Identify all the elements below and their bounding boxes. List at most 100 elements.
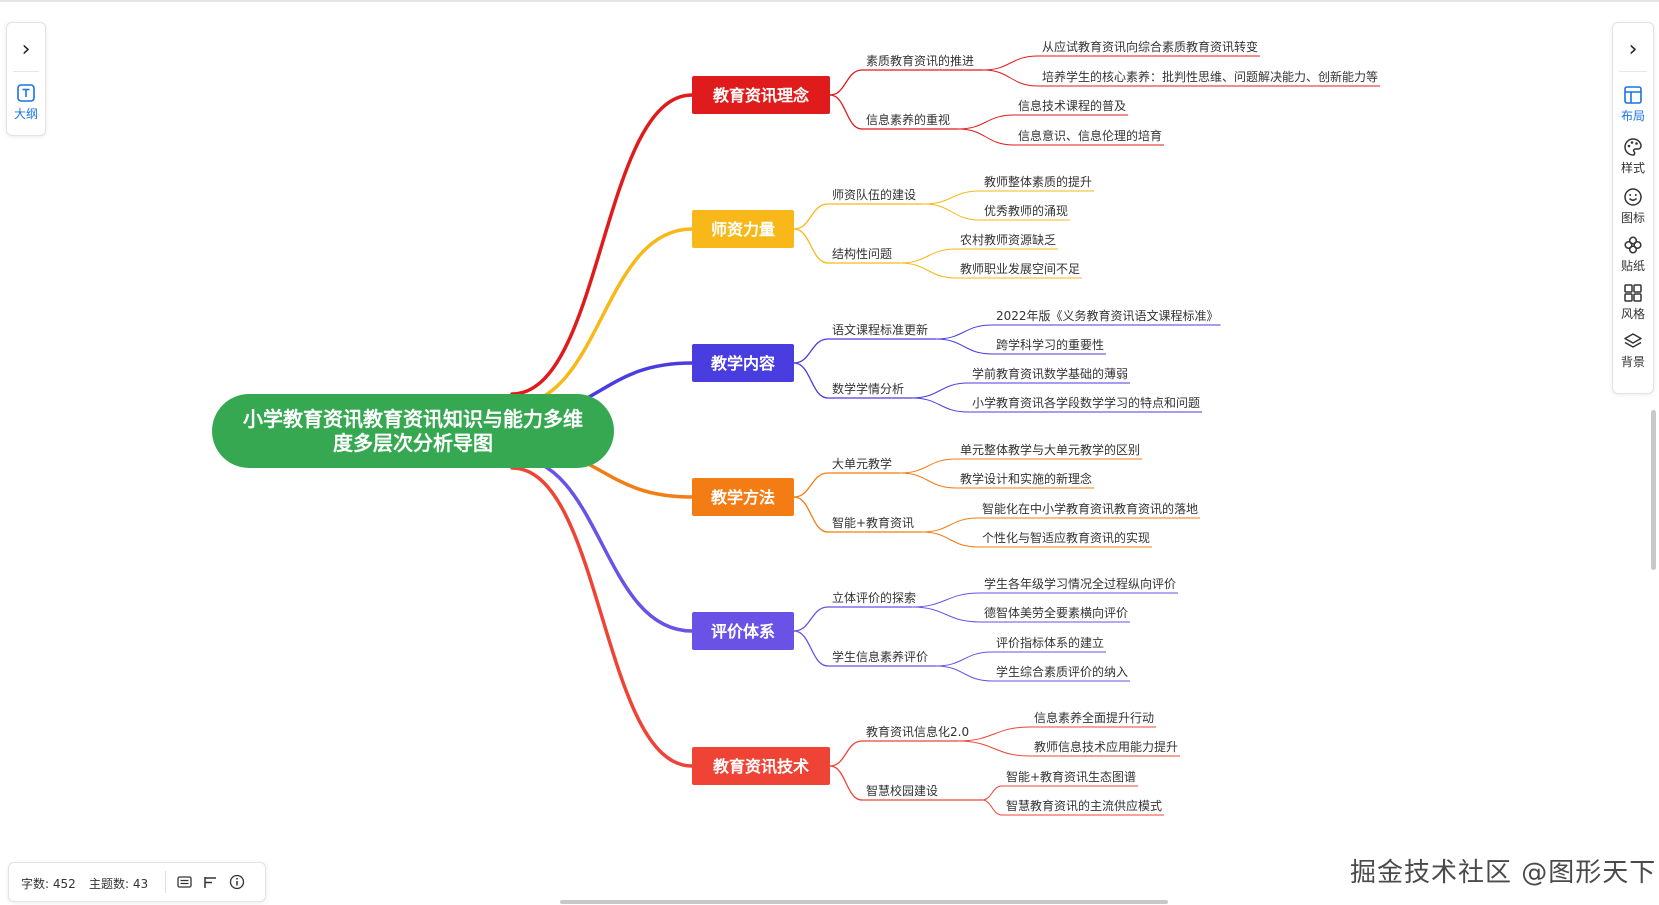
sub-topic[interactable]: 立体评价的探索 xyxy=(832,590,916,605)
tool-icon-label: 图标 xyxy=(1620,211,1645,225)
leaf-topic[interactable]: 农村教师资源缺乏 xyxy=(960,232,1056,247)
connector xyxy=(935,338,993,355)
connector xyxy=(957,740,1031,757)
leaf-topic[interactable]: 教师整体素质的提升 xyxy=(984,174,1092,189)
connector xyxy=(935,324,993,340)
connector xyxy=(981,785,1003,801)
expand-left-chevron-icon[interactable]: › xyxy=(21,37,31,62)
connector xyxy=(793,203,829,230)
leaf-topic[interactable]: 教师信息技术应用能力提升 xyxy=(1034,739,1178,754)
leaf-topic[interactable]: 智慧教育资讯的主流供应模式 xyxy=(1006,798,1162,813)
leaf-topic[interactable]: 信息素养全面提升行动 xyxy=(1034,710,1154,725)
tool-background[interactable]: 背景 xyxy=(1613,331,1653,370)
tool-theme-label: 风格 xyxy=(1620,307,1645,321)
connector xyxy=(957,128,1015,146)
connector xyxy=(982,55,1039,71)
leaf-topic[interactable]: 教师职业发展空间不足 xyxy=(960,261,1080,276)
right-panel: › 布局 样式 图标 贴纸 xyxy=(1612,22,1654,394)
connector xyxy=(923,203,981,221)
connector xyxy=(921,517,979,533)
sub-topic[interactable]: 大单元教学 xyxy=(832,456,892,471)
connector xyxy=(957,726,1031,742)
connector xyxy=(957,114,1015,130)
connector xyxy=(899,458,957,474)
status-bar: 字数: 452 主题数: 43 xyxy=(8,862,266,902)
leaf-topic[interactable]: 单元整体教学与大单元教学的区别 xyxy=(960,442,1140,457)
left-panel: › 大纲 xyxy=(6,22,46,136)
tool-style-label: 样式 xyxy=(1620,161,1645,175)
connector xyxy=(911,592,981,608)
sub-topic[interactable]: 信息素养的重视 xyxy=(866,112,950,127)
leaf-topic[interactable]: 跨学科学习的重要性 xyxy=(996,337,1104,352)
tool-sticker-label: 贴纸 xyxy=(1620,259,1645,273)
leaf-topic[interactable]: 智能+教育资讯生态图谱 xyxy=(1006,769,1136,784)
connector xyxy=(793,472,829,498)
connector xyxy=(935,651,993,667)
top-divider xyxy=(0,0,1659,2)
tool-layout[interactable]: 布局 xyxy=(1613,85,1653,124)
branch-label: 师资力量 xyxy=(711,220,775,239)
branch-label: 教育资讯理念 xyxy=(713,86,810,105)
leaf-topic[interactable]: 学生综合素质评价的纳入 xyxy=(996,664,1128,679)
connector xyxy=(793,362,829,399)
branch-node[interactable] xyxy=(692,210,794,248)
branch-label: 教学方法 xyxy=(711,488,775,507)
tool-icon[interactable]: 图标 xyxy=(1613,187,1653,226)
leaf-topic[interactable]: 培养学生的核心素养：批判性思维、问题解决能力、创新能力等 xyxy=(1042,69,1378,84)
connector xyxy=(510,93,694,396)
leaf-topic[interactable]: 2022年版《义务教育资讯语文课程标准》 xyxy=(996,308,1219,323)
leaf-topic[interactable]: 个性化与智适应教育资讯的实现 xyxy=(982,530,1150,545)
leaf-topic[interactable]: 学生各年级学习情况全过程纵向评价 xyxy=(984,576,1176,591)
layout-icon xyxy=(1624,86,1642,104)
structure-icon[interactable] xyxy=(203,875,218,889)
sub-topic[interactable]: 教育资讯信息化2.0 xyxy=(866,724,969,739)
leaf-topic[interactable]: 信息意识、信息伦理的培育 xyxy=(1018,128,1162,143)
leaf-topic[interactable]: 小学教育资讯各学段数学学习的特点和问题 xyxy=(972,395,1200,410)
leaf-topic[interactable]: 从应试教育资讯向综合素质教育资讯转变 xyxy=(1042,39,1258,54)
tool-style[interactable]: 样式 xyxy=(1613,137,1653,176)
connector xyxy=(921,531,979,548)
smiley-icon xyxy=(1624,188,1642,206)
sub-topic[interactable]: 学生信息素养评价 xyxy=(832,649,928,664)
leaf-topic[interactable]: 教学设计和实施的新理念 xyxy=(960,471,1092,486)
branch-node[interactable] xyxy=(692,612,794,650)
sub-topic[interactable]: 素质教育资讯的推进 xyxy=(866,53,974,68)
info-icon[interactable] xyxy=(229,874,245,890)
connector xyxy=(510,227,694,407)
sub-topic[interactable]: 智慧校园建设 xyxy=(866,783,938,798)
root-node[interactable] xyxy=(212,394,614,468)
branch-node[interactable] xyxy=(692,344,794,382)
horizontal-scrollbar[interactable] xyxy=(560,900,1168,904)
tool-layout-label: 布局 xyxy=(1620,109,1645,123)
connector xyxy=(510,466,694,768)
branch-node[interactable] xyxy=(692,76,830,114)
word-count: 字数: 452 xyxy=(21,877,76,891)
leaf-topic[interactable]: 评价指标体系的建立 xyxy=(996,635,1104,650)
sub-topic[interactable]: 语文课程标准更新 xyxy=(832,322,928,337)
palette-icon xyxy=(1624,138,1642,156)
collapse-right-chevron-icon[interactable]: › xyxy=(1628,37,1638,62)
connector xyxy=(829,765,863,801)
branch-node[interactable] xyxy=(692,478,794,516)
leaf-topic[interactable]: 智能化在中小学教育资讯教育资讯的落地 xyxy=(982,501,1198,516)
branch-node[interactable] xyxy=(692,747,830,785)
vertical-scrollbar[interactable] xyxy=(1651,410,1656,570)
sub-topic[interactable]: 智能+教育资讯 xyxy=(832,515,914,530)
sticker-icon xyxy=(1624,236,1642,254)
divider xyxy=(1619,71,1647,72)
tool-theme[interactable]: 风格 xyxy=(1613,283,1653,322)
sub-topic[interactable]: 数学学情分析 xyxy=(832,381,904,396)
root-title-line1: 小学教育资讯教育资讯知识与能力多维 xyxy=(243,407,583,431)
keyboard-icon[interactable] xyxy=(177,875,192,889)
leaf-topic[interactable]: 德智体美劳全要素横向评价 xyxy=(984,605,1128,620)
sub-topic[interactable]: 结构性问题 xyxy=(832,246,892,261)
connector xyxy=(793,606,829,632)
leaf-topic[interactable]: 优秀教师的涌现 xyxy=(984,203,1068,218)
sub-topic[interactable]: 师资队伍的建设 xyxy=(832,187,916,202)
leaf-topic[interactable]: 信息技术课程的普及 xyxy=(1018,98,1126,113)
leaf-topic[interactable]: 学前教育资讯数学基础的薄弱 xyxy=(972,366,1128,381)
outline-button[interactable]: 大纲 xyxy=(7,83,45,122)
tool-sticker[interactable]: 贴纸 xyxy=(1613,235,1653,274)
connector xyxy=(911,606,981,623)
